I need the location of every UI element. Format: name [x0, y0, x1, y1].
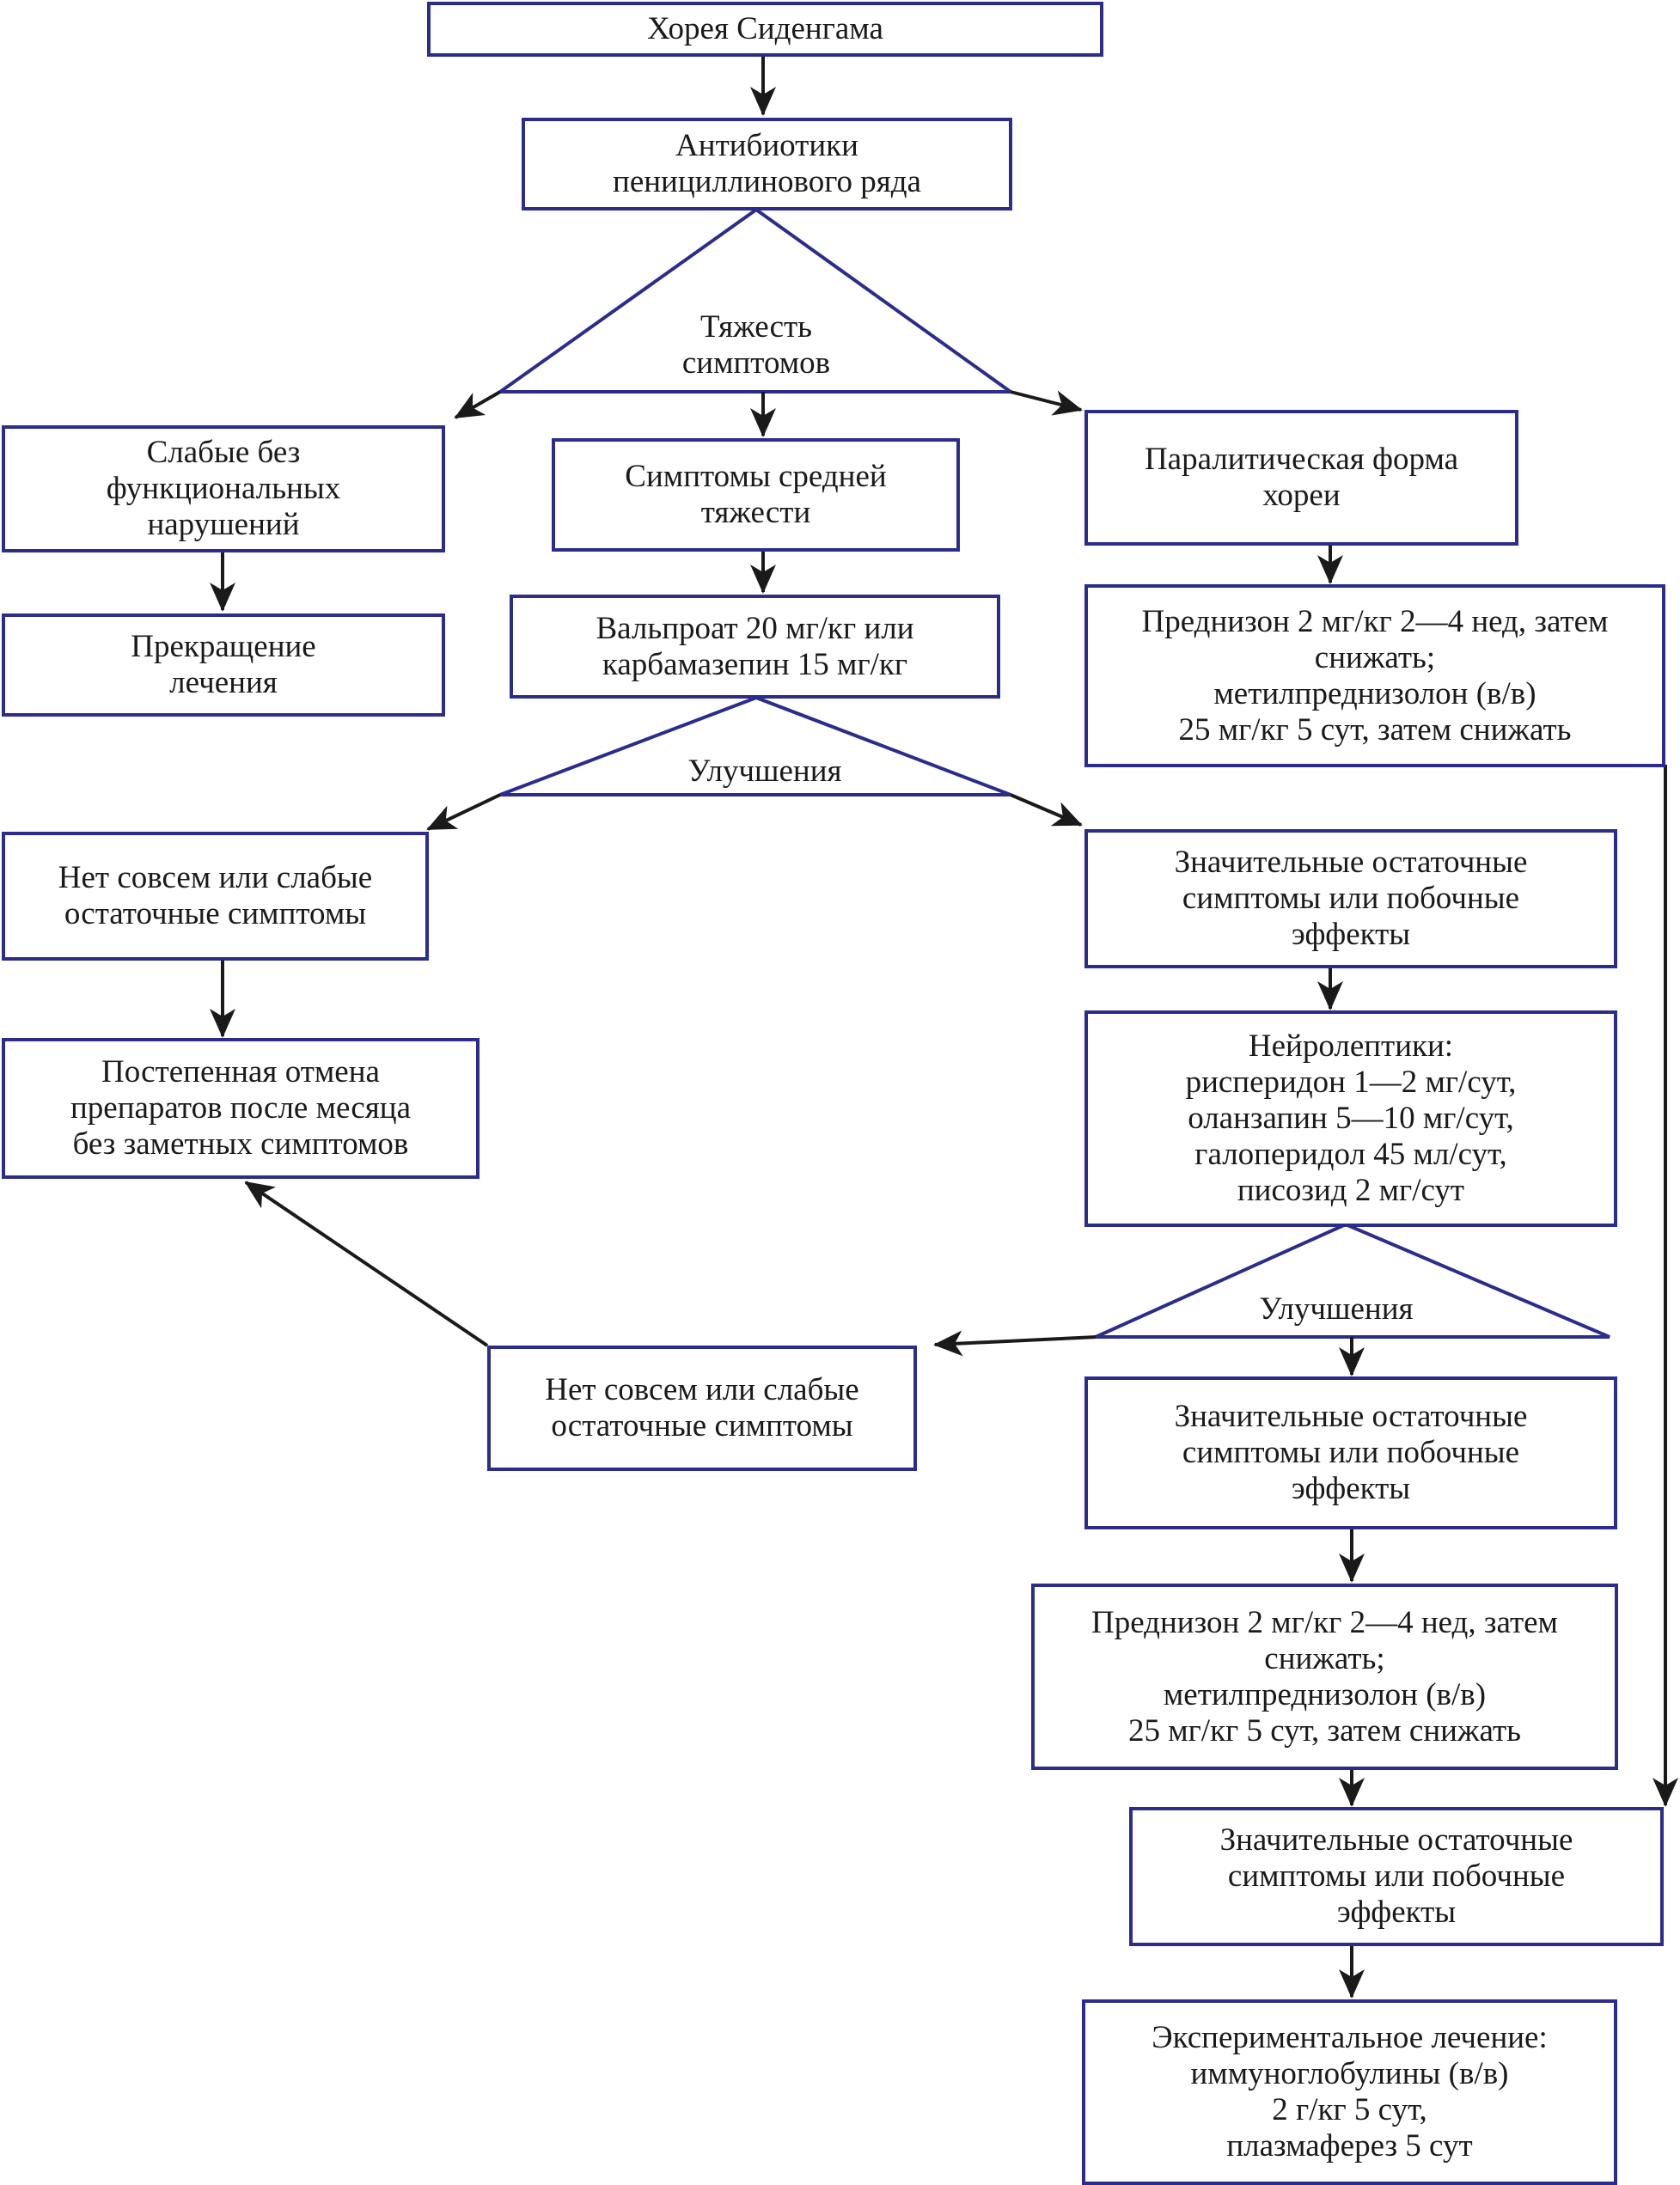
node-stop: Прекращение лечения [2, 613, 445, 717]
node-paralytic: Паралитическая форма хореи [1084, 410, 1518, 546]
decision-severity: Тяжесть симптомов [681, 309, 831, 381]
improvement-triangle-1 [499, 695, 1011, 796]
node-significant-1: Значительные остаточные симптомы или поб… [1084, 829, 1617, 968]
node-none-2: Нет совсем или слабые остаточные симптом… [487, 1346, 917, 1471]
node-experimental: Экспериментальное лечение: иммуноглобули… [1082, 1999, 1617, 2185]
node-mild: Слабые без функциональных нарушений [2, 425, 445, 552]
node-significant-3: Значительные остаточные симптомы или поб… [1129, 1807, 1664, 1946]
decision-improvement-1: Улучшения [687, 754, 842, 789]
arrow-improvement2-none2 [933, 1330, 1097, 1357]
decision-improvement-2: Улучшения [1259, 1291, 1414, 1327]
node-withdrawal: Постепенная отмена препаратов после меся… [2, 1038, 480, 1179]
arrow-improvement1-none1 [426, 793, 501, 831]
severity-triangle [494, 207, 1017, 394]
node-chorea: Хорея Сиденгама [427, 2, 1103, 57]
node-none-1: Нет совсем или слабые остаточные симптом… [2, 832, 429, 961]
arrow-severity-paralytic [1010, 390, 1083, 416]
arrow-improvement1-significant1 [1010, 793, 1083, 827]
node-valproate: Вальпроат 20 мг/кг или карбамазепин 15 м… [510, 595, 1000, 699]
node-prednisone-1: Преднизон 2 мг/кг 2—4 нед, затем снижать… [1084, 584, 1665, 767]
node-neuroleptics: Нейролептики: рисперидон 1—2 мг/сут, ола… [1084, 1010, 1617, 1227]
node-antibiotics: Антибиотики пенициллинового ряда [522, 118, 1012, 211]
node-prednisone-2: Преднизон 2 мг/кг 2—4 нед, затем снижать… [1031, 1584, 1618, 1770]
arrow-severity-mild [454, 390, 501, 419]
arrow-none2-withdrawal [244, 1181, 489, 1347]
node-significant-2: Значительные остаточные симптомы или поб… [1084, 1376, 1617, 1529]
node-moderate: Симптомы средней тяжести [552, 438, 960, 552]
